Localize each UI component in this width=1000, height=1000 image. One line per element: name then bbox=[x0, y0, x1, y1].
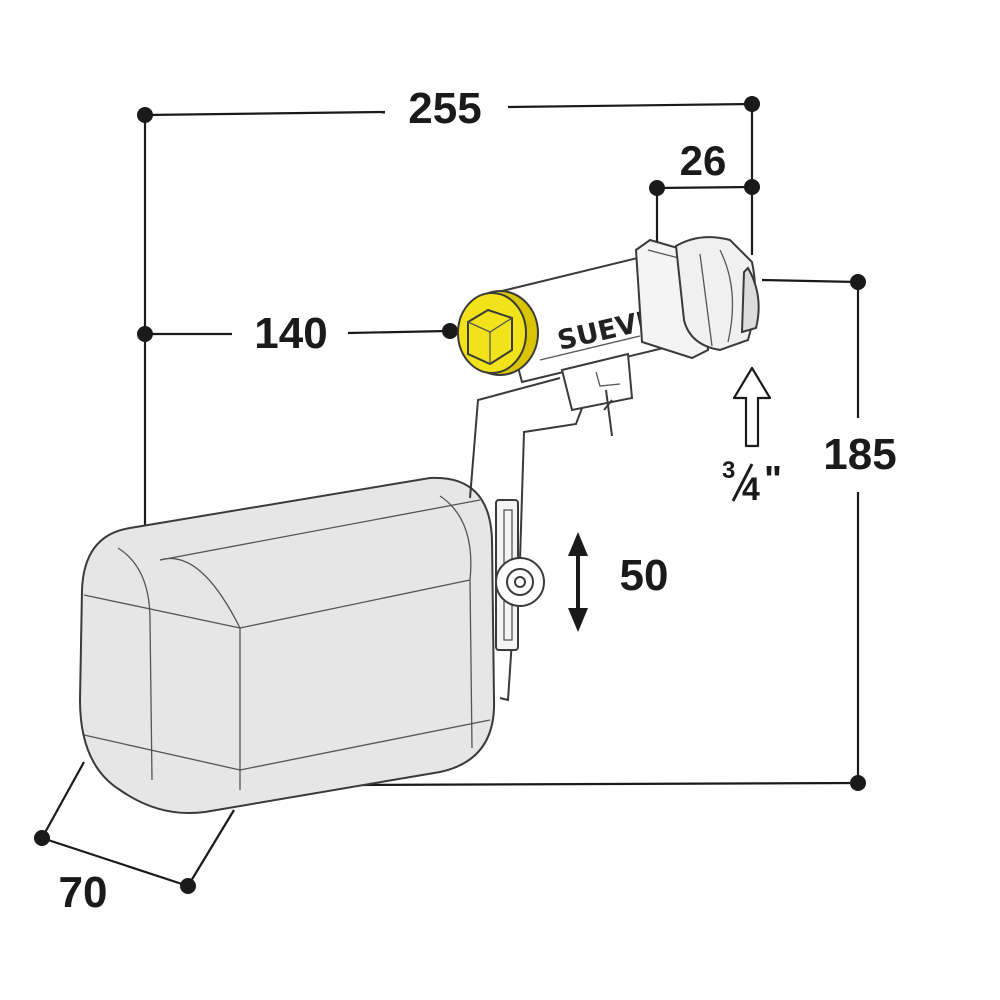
thread-size-label: 3 4 " bbox=[722, 457, 782, 507]
svg-text:4: 4 bbox=[742, 471, 760, 507]
dimension-255: 255 bbox=[137, 84, 760, 655]
mounting-flange bbox=[634, 236, 760, 360]
dimension-50-label: 50 bbox=[620, 551, 669, 600]
dimension-70-label: 70 bbox=[59, 868, 108, 917]
svg-text:": " bbox=[764, 459, 782, 501]
dimension-26-label: 26 bbox=[680, 137, 727, 184]
dimension-255-label: 255 bbox=[408, 84, 481, 133]
dimension-26: 26 bbox=[649, 137, 760, 248]
yellow-cap bbox=[457, 290, 539, 376]
dimension-140: 140 bbox=[137, 309, 458, 358]
adjustment-arrow-icon bbox=[568, 532, 588, 632]
dimension-185: 185 bbox=[349, 274, 897, 791]
svg-text:3: 3 bbox=[722, 457, 735, 484]
float-body bbox=[78, 476, 496, 815]
dimension-70: 70 bbox=[34, 761, 235, 917]
dimension-185-label: 185 bbox=[823, 430, 896, 479]
inlet-arrow-icon bbox=[732, 366, 772, 448]
dimension-140-label: 140 bbox=[254, 309, 327, 358]
float-arm bbox=[469, 377, 583, 702]
